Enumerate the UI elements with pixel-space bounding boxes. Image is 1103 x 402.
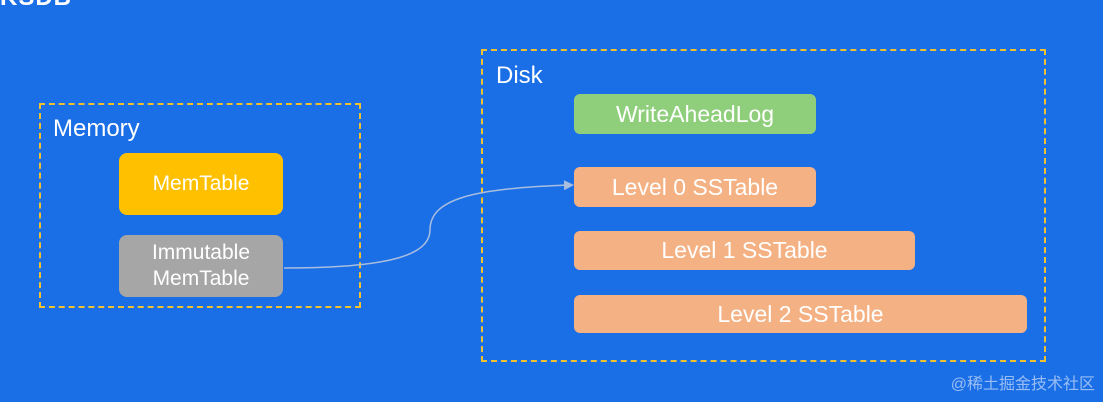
level1-label: Level 1 SSTable xyxy=(661,237,828,264)
immutable-memtable-block: Immutable MemTable xyxy=(119,235,283,297)
immutable-label-line1: Immutable xyxy=(151,240,251,264)
diagram-title: KSDB xyxy=(0,0,72,12)
immutable-label-line2: MemTable xyxy=(152,267,250,290)
memtable-label: MemTable xyxy=(152,171,250,195)
wal-label: WriteAheadLog xyxy=(615,100,775,127)
level0-sstable-block: Level 0 SSTable xyxy=(574,167,816,207)
watermark-text: @稀土掘金技术社区 xyxy=(950,376,1095,393)
level2-label: Level 2 SSTable xyxy=(717,300,884,327)
level2-sstable-block: Level 2 SSTable xyxy=(574,295,1027,333)
memory-label: Memory xyxy=(53,115,140,142)
disk-label: Disk xyxy=(496,62,543,89)
write-ahead-log-block: WriteAheadLog xyxy=(574,94,816,134)
level0-label: Level 0 SSTable xyxy=(611,173,779,200)
level1-sstable-block: Level 1 SSTable xyxy=(574,231,915,270)
memtable-block: MemTable xyxy=(119,153,283,215)
